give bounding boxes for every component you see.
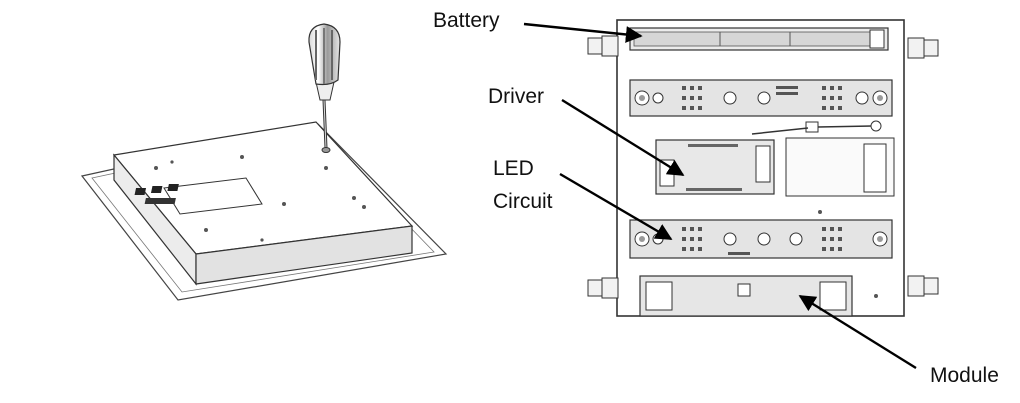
driver-board — [655, 139, 775, 195]
mounting-clips — [587, 35, 939, 299]
callout-arrows — [523, 22, 917, 370]
led-board-upper — [629, 79, 893, 117]
fixture-interior-view — [587, 19, 939, 317]
label-plate — [134, 177, 263, 215]
led-circuit-label-line2: Circuit — [493, 190, 553, 213]
battery-label: Battery — [433, 9, 500, 32]
cover-plate — [785, 137, 895, 214]
led-circuit-label-line1: LED — [493, 157, 534, 180]
module-box — [639, 275, 878, 317]
led-circuit-arrow — [559, 172, 673, 241]
wire-connector — [751, 120, 882, 135]
driver-arrow — [561, 98, 685, 177]
module-arrow — [798, 294, 917, 370]
battery-arrow — [523, 22, 643, 43]
housing-box — [112, 121, 414, 286]
driver-label: Driver — [488, 85, 544, 108]
led-board-lower — [629, 219, 893, 259]
battery-pack — [629, 27, 889, 51]
screwdriver-icon — [308, 23, 341, 153]
fixture-iso-view — [80, 23, 448, 301]
module-label: Module — [930, 364, 999, 387]
